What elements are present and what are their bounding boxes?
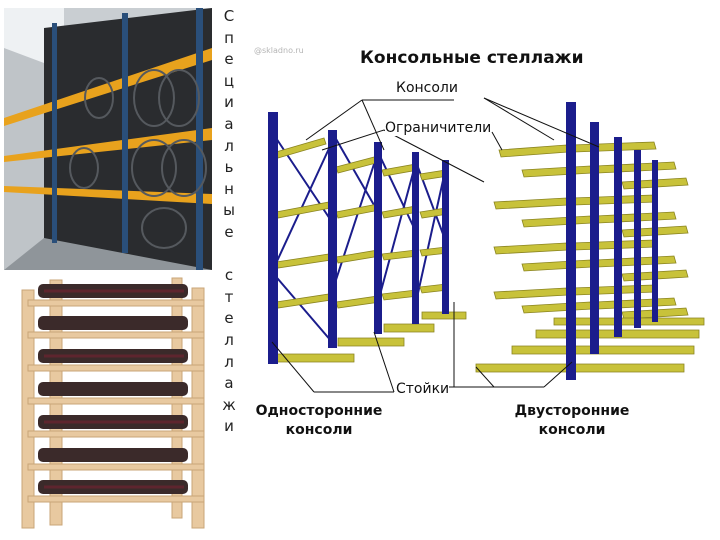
label-consoles: Консоли [396, 80, 458, 96]
caption-char: и [224, 417, 234, 436]
caption-char: ц [223, 71, 235, 90]
diagram-drawing [268, 97, 705, 393]
label-limiters: Ограничители [385, 120, 492, 136]
label-single-line2: консоли [285, 422, 353, 438]
caption-char: л [224, 330, 234, 349]
caption-char: л [224, 352, 234, 371]
wine-rack-photo [14, 270, 214, 530]
label-posts: Стойки [396, 381, 450, 397]
caption-char: е [224, 222, 234, 241]
caption-char: а [224, 114, 234, 133]
tire-rack-photo [4, 8, 212, 270]
caption-char: С [223, 7, 235, 25]
cantilever-rack-diagram: @skladno.ru Консольные стеллажи Консоли … [254, 42, 714, 442]
label-double-line1: Двусторонние [514, 403, 630, 419]
caption-char: н [224, 179, 234, 198]
caption-char: е [224, 309, 234, 328]
caption-char: ы [223, 201, 235, 220]
label-double-sided: Двусторонние консоли [512, 402, 632, 440]
caption-char: а [224, 374, 234, 393]
label-double-line2: консоли [538, 422, 606, 438]
label-single-line1: Односторонние [255, 403, 383, 419]
single-sided-rack [268, 112, 467, 364]
vertical-caption: С п е ц и а л ь н ы е с т е л л а ж и [220, 6, 238, 536]
caption-char: л [224, 136, 234, 155]
caption-char: п [224, 28, 234, 47]
label-single-sided: Односторонние консоли [254, 402, 384, 440]
caption-char: и [224, 93, 234, 112]
watermark: @skladno.ru [254, 46, 304, 55]
caption-char: ж [222, 395, 236, 414]
caption-char: т [224, 287, 234, 306]
diagram-title: Консольные стеллажи [360, 48, 584, 68]
caption-char: с [224, 266, 234, 285]
caption-char: ь [224, 158, 234, 177]
caption-char: е [224, 50, 234, 69]
double-sided-rack [475, 102, 705, 380]
